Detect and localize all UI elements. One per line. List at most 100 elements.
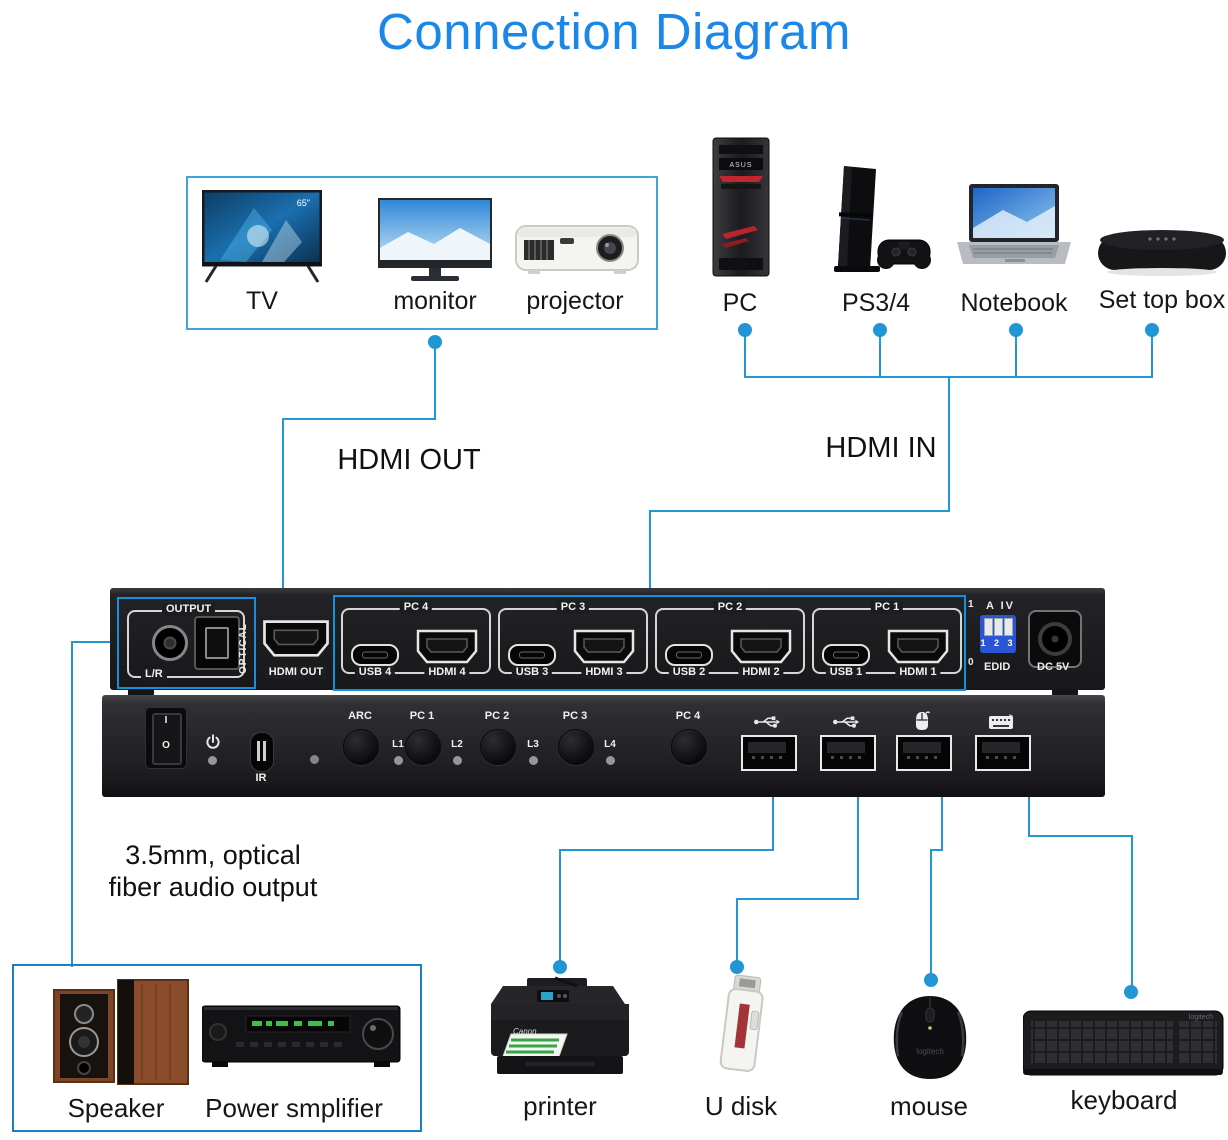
hdmi-in-drop [948, 376, 950, 512]
power-amplifier-label: Power smplifier [205, 1093, 383, 1123]
mouse-label: mouse [889, 1091, 969, 1121]
rear-foot-left [128, 690, 154, 697]
usb1-port [822, 644, 870, 666]
led1-label: L1 [392, 739, 404, 750]
pc2-button [480, 729, 516, 765]
hdmi-in-stub-4 [1151, 330, 1153, 378]
led4 [606, 756, 615, 765]
front-usb-port-keyboard [975, 735, 1031, 771]
led3-label: L3 [527, 739, 539, 750]
front-usb-port-mouse [896, 735, 952, 771]
printer-line-v1 [772, 797, 774, 851]
udisk-label: U disk [704, 1091, 778, 1121]
hdmi-in-stub-1 [744, 330, 746, 378]
usb2-label: USB 2 [668, 666, 710, 679]
keyboard-line-h [1028, 835, 1133, 837]
pc1-button-label: PC 1 [409, 710, 435, 722]
pc4-button-label: PC 4 [675, 710, 701, 722]
edid-high-label: 1 [968, 599, 974, 610]
pc1-button [405, 729, 441, 765]
pc4-button [671, 729, 707, 765]
hdmi1-label: HDMI 1 [895, 666, 941, 679]
power-led [208, 756, 217, 765]
hdmi-in-line-v [649, 510, 651, 598]
rear-foot-right [1052, 690, 1078, 697]
dip-switch-numbers: 1 2 3 [980, 638, 1016, 648]
hdmi-out-line-h [282, 418, 435, 420]
printer-brand-text: Canon [513, 1027, 537, 1036]
hdmi-out-line-v1 [434, 342, 436, 420]
tv-size-badge: 65" [297, 198, 310, 208]
mouse-line-v1 [941, 797, 943, 851]
hdmi-in-label: HDMI IN [825, 432, 937, 464]
usb-icon [833, 716, 860, 728]
printer-line-h [559, 849, 774, 851]
hdmi4-port [416, 629, 478, 664]
pc4-section-title: PC 4 [399, 601, 433, 614]
edid-low-label: 0 [968, 657, 974, 668]
led2-label: L2 [451, 739, 463, 750]
hdmi-in-stub-3 [1015, 330, 1017, 378]
mouse-port-icon [916, 711, 930, 730]
dc-power-jack [1028, 610, 1082, 668]
keyboard-image: logitech [1023, 1010, 1224, 1076]
pc1-section-title: PC 1 [870, 601, 904, 614]
mouse-connector-dot [924, 973, 938, 987]
led3 [529, 756, 538, 765]
printer-image: Canon [491, 976, 629, 1074]
power-amplifier-image [202, 1005, 401, 1067]
power-rocker-switch [145, 707, 187, 769]
ps-console-image [834, 166, 931, 272]
arc-button [343, 729, 379, 765]
arc-button-label: ARC [348, 710, 372, 722]
audio-line-v [71, 641, 73, 967]
rocker-on-label: I [164, 715, 168, 726]
tv-image: 65" [202, 190, 322, 283]
set-top-box-image [1098, 230, 1226, 276]
udisk-image [719, 974, 764, 1072]
output-section-callout [117, 597, 256, 689]
hdmi4-label: HDMI 4 [424, 666, 470, 679]
printer-label: printer [523, 1091, 597, 1121]
rear-section-pc2: PC 2 USB 2 HDMI 2 [655, 601, 805, 679]
udisk-line-v1 [857, 797, 859, 900]
dip-switch-3 [1004, 618, 1013, 636]
pc-image: ASUS [712, 137, 770, 277]
display-devices-box [186, 176, 658, 330]
status-led [310, 755, 319, 764]
hdmi-out-line-v2 [282, 418, 284, 618]
tv-label: TV [246, 287, 278, 315]
hdmi-out-label: HDMI OUT [337, 444, 481, 476]
power-icon [206, 734, 220, 749]
usb2-port [665, 644, 713, 666]
rear-section-pc3: PC 3 USB 3 HDMI 3 [498, 601, 648, 679]
front-usb-port-1 [741, 735, 797, 771]
notebook-label: Notebook [960, 289, 1068, 317]
rocker-off-label: O [162, 740, 170, 751]
hdmi-out-port [263, 620, 329, 657]
audio-jack-label: L/R [141, 668, 167, 681]
front-usb-port-2 [820, 735, 876, 771]
pc2-section-title: PC 2 [713, 601, 747, 614]
udisk-line-v2 [736, 898, 738, 961]
usb1-label: USB 1 [825, 666, 867, 679]
speaker-image [53, 979, 189, 1085]
dip-switch-1 [984, 618, 993, 636]
pc3-button-label: PC 3 [562, 710, 588, 722]
keyboard-label: keyboard [1070, 1085, 1178, 1115]
dip-switch-2 [994, 618, 1003, 636]
hdmi3-port [573, 629, 635, 664]
pc2-button-label: PC 2 [484, 710, 510, 722]
keyboard-brand-text: logitech [1189, 1014, 1213, 1021]
mouse-image: logitech [893, 996, 967, 1079]
hdmi-in-line-h [649, 510, 950, 512]
optical-port [194, 616, 240, 670]
rear-section-pc4: PC 4 USB 4 HDMI 4 [341, 601, 491, 679]
optical-label: OPTICAL [238, 623, 249, 674]
led4-label: L4 [604, 739, 616, 750]
hdmi2-label: HDMI 2 [738, 666, 784, 679]
monitor-image [378, 198, 492, 281]
mouse-brand-text: logitech [916, 1047, 944, 1056]
speaker-label: Speaker [67, 1093, 165, 1123]
